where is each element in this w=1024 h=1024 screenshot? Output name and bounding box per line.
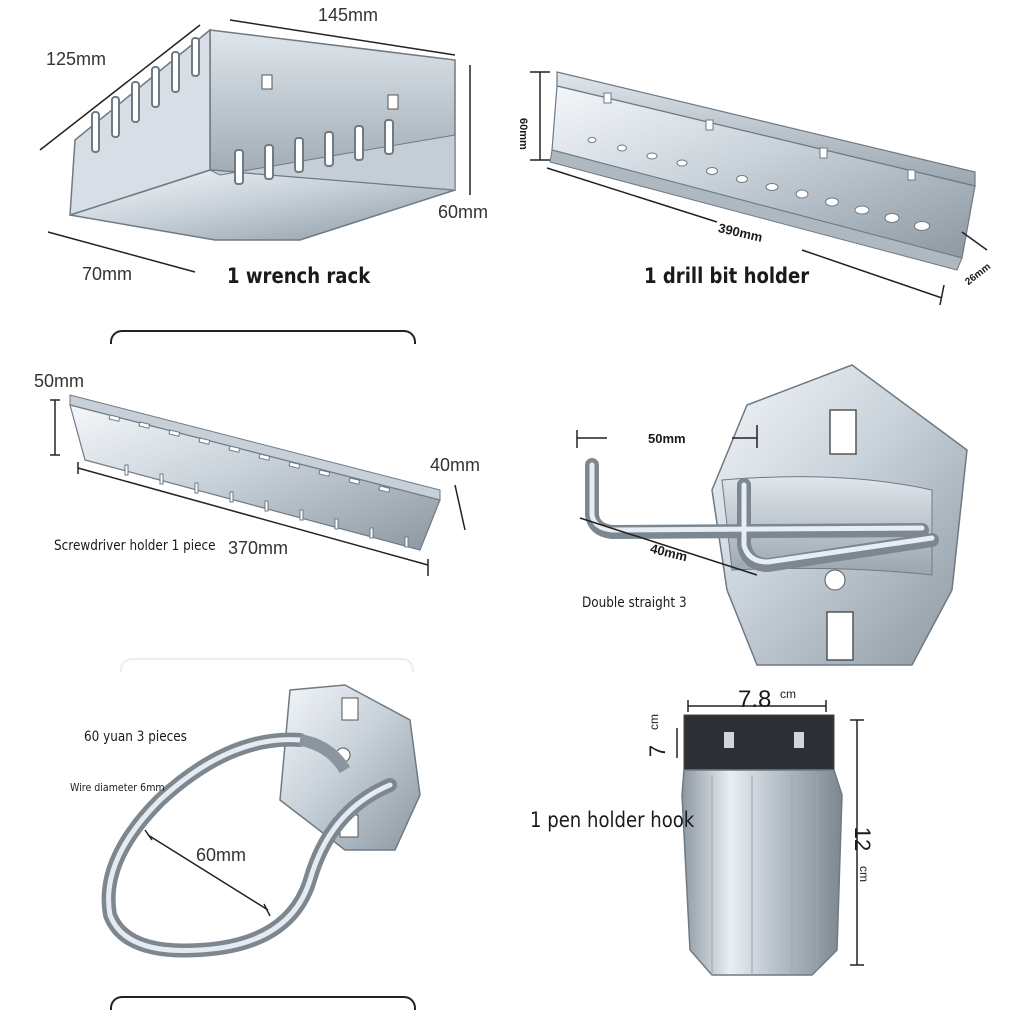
double-hook-top-dim: 50mm	[648, 431, 686, 446]
divider-top	[110, 330, 416, 344]
wrench-rack-width-dim: 70mm	[82, 264, 133, 284]
screwdriver-length-dim: 370mm	[228, 538, 289, 558]
double-hook-caption: Double straight 3	[582, 595, 687, 611]
pen-holder-width-unit: cm	[780, 687, 796, 701]
screwdriver-holder-image	[50, 394, 466, 576]
wrench-rack-depth-dim: 125mm	[46, 49, 107, 69]
double-hook-panel: 50mm 40mm Double straight 3	[512, 350, 1024, 670]
pen-holder-panel: 7.8 cm 7 cm 12 cm 1 pen holder hook	[512, 680, 1024, 1010]
wrench-rack-caption: 1 wrench rack	[227, 264, 371, 288]
screwdriver-holder-panel: 50mm 40mm 370mm Screwdriver holder 1 pie…	[0, 350, 512, 650]
wrench-rack-panel: 145mm 125mm 60mm 70mm 1 wrench rack	[0, 0, 512, 300]
wrench-rack-height-dim: 60mm	[438, 202, 489, 222]
pen-holder-image	[676, 700, 864, 976]
pen-holder-height-dim: 12	[850, 826, 876, 852]
ring-hook-price-note: 60 yuan 3 pieces	[84, 729, 187, 745]
drill-bit-holder-image	[530, 71, 988, 306]
divider-middle	[120, 658, 414, 672]
screwdriver-depth-dim: 40mm	[430, 455, 481, 475]
ring-hook-panel: 60 yuan 3 pieces Wire diameter 6mm 60mm	[0, 680, 512, 1000]
pen-holder-caption: 1 pen holder hook	[530, 808, 695, 832]
ring-hook-diameter-dim: 60mm	[196, 845, 247, 865]
divider-bottom	[110, 996, 416, 1010]
pen-holder-height-unit: cm	[857, 866, 871, 882]
pen-holder-width-dim: 7.8	[738, 686, 772, 713]
pen-holder-depth-unit: cm	[647, 714, 661, 730]
wrench-rack-image	[39, 19, 471, 273]
ring-hook-wire-note: Wire diameter 6mm	[70, 781, 165, 794]
drill-bit-holder-caption: 1 drill bit holder	[644, 264, 810, 288]
drill-bit-holder-panel: 60mm 390mm 26mm 1 drill bit holder	[512, 0, 1024, 320]
double-hook-image	[576, 364, 968, 666]
screwdriver-height-dim: 50mm	[34, 371, 85, 391]
pen-holder-depth-dim: 7	[645, 744, 671, 758]
drill-bit-height-dim: 60mm	[517, 118, 529, 150]
screwdriver-holder-caption: Screwdriver holder 1 piece	[54, 538, 216, 554]
ring-hook-image	[101, 684, 421, 958]
wrench-rack-top-dim: 145mm	[318, 5, 379, 25]
